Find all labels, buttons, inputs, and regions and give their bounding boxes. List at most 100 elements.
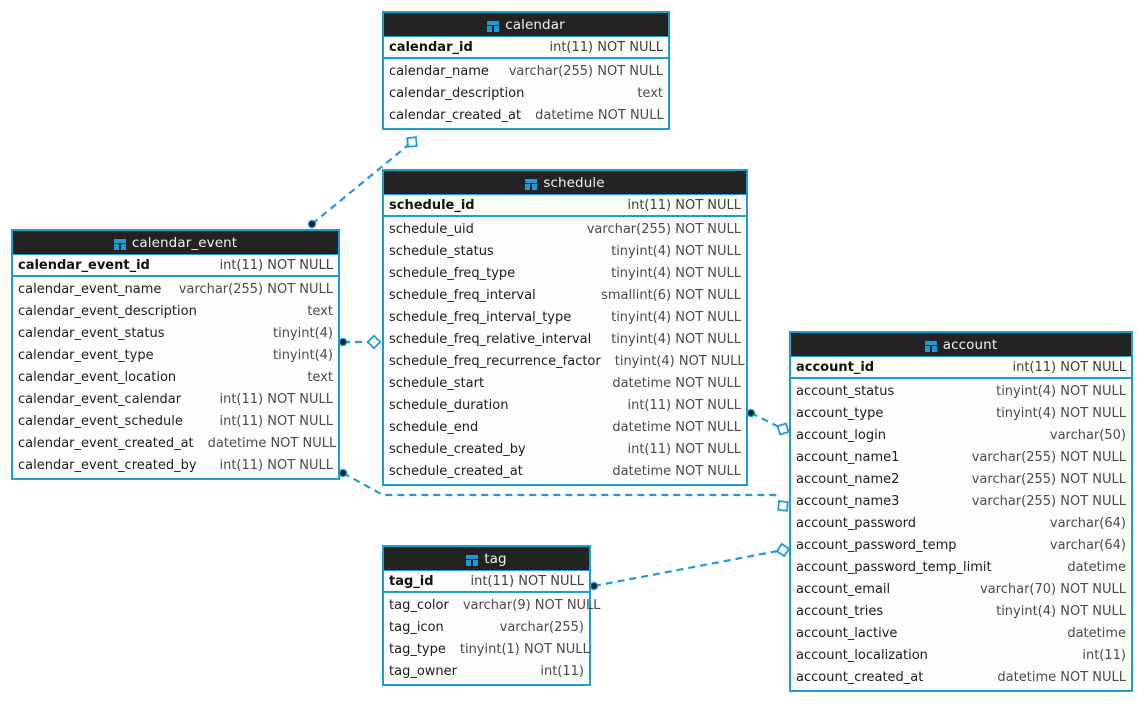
column-type: int(11) NOT NULL bbox=[549, 39, 663, 55]
column-type: varchar(255) bbox=[499, 619, 584, 635]
relationship-line[interactable] bbox=[593, 548, 784, 588]
column-type: datetime NOT NULL bbox=[207, 435, 337, 451]
column-type: datetime bbox=[1067, 559, 1126, 575]
column-name: account_id bbox=[796, 359, 875, 375]
column-name: account_name2 bbox=[796, 471, 900, 487]
table-header-calendar[interactable]: calendar bbox=[384, 13, 668, 37]
table-header-calendar_event[interactable]: calendar_event bbox=[13, 231, 338, 255]
column-type: text bbox=[307, 303, 333, 319]
table-title: account bbox=[942, 337, 998, 353]
column-name: account_type bbox=[796, 405, 884, 421]
column-type: datetime NOT NULL bbox=[535, 107, 664, 123]
column-name: calendar_event_id bbox=[18, 257, 150, 273]
column-type: int(11) bbox=[1082, 647, 1126, 663]
column-type: int(11) NOT NULL bbox=[627, 197, 741, 213]
column-name: calendar_name bbox=[389, 63, 489, 79]
column-name: schedule_freq_type bbox=[389, 265, 516, 281]
column-type: varchar(64) bbox=[1049, 515, 1126, 531]
relationship-calendar-event-to-schedule[interactable] bbox=[338, 334, 382, 350]
relationship-schedule-to-account[interactable] bbox=[746, 408, 791, 437]
relationship-calendar-event-to-calendar[interactable] bbox=[307, 133, 420, 229]
table-grid-icon bbox=[487, 20, 500, 32]
column-row[interactable]: account_name2 varchar(255) NOT NULL bbox=[791, 468, 1131, 490]
column-type: datetime NOT NULL bbox=[997, 669, 1126, 685]
relationship-endpoint-diamond bbox=[406, 136, 418, 148]
column-name: schedule_uid bbox=[389, 221, 474, 237]
column-row[interactable]: account_created_at datetime NOT NULL bbox=[791, 666, 1131, 688]
column-type: varchar(255) NOT NULL bbox=[971, 471, 1126, 487]
column-type: int(11) NOT NULL bbox=[627, 441, 741, 457]
relationship-tag-to-account[interactable] bbox=[589, 542, 791, 591]
column-type: int(11) NOT NULL bbox=[219, 391, 333, 407]
column-name: account_name1 bbox=[796, 449, 900, 465]
relationship-endpoint-dot bbox=[338, 337, 348, 347]
column-name: schedule_freq_interval_type bbox=[389, 309, 572, 325]
column-name: account_created_at bbox=[796, 669, 924, 685]
table-header-account[interactable]: account bbox=[791, 333, 1131, 357]
table-grid-icon bbox=[113, 238, 126, 250]
column-type: text bbox=[307, 369, 333, 385]
column-type: int(11) NOT NULL bbox=[470, 573, 584, 589]
column-name: calendar_event_status bbox=[18, 325, 165, 341]
relationship-line[interactable] bbox=[311, 141, 413, 225]
column-type: tinyint(4) bbox=[272, 347, 333, 363]
relationship-endpoint-diamond bbox=[776, 422, 790, 436]
column-type: int(11) NOT NULL bbox=[219, 413, 333, 429]
table-header-tag[interactable]: tag bbox=[384, 547, 589, 571]
relationship-endpoint-diamond bbox=[366, 334, 382, 350]
table-header-schedule[interactable]: schedule bbox=[384, 171, 746, 195]
relationship-endpoint-dot bbox=[338, 468, 348, 478]
